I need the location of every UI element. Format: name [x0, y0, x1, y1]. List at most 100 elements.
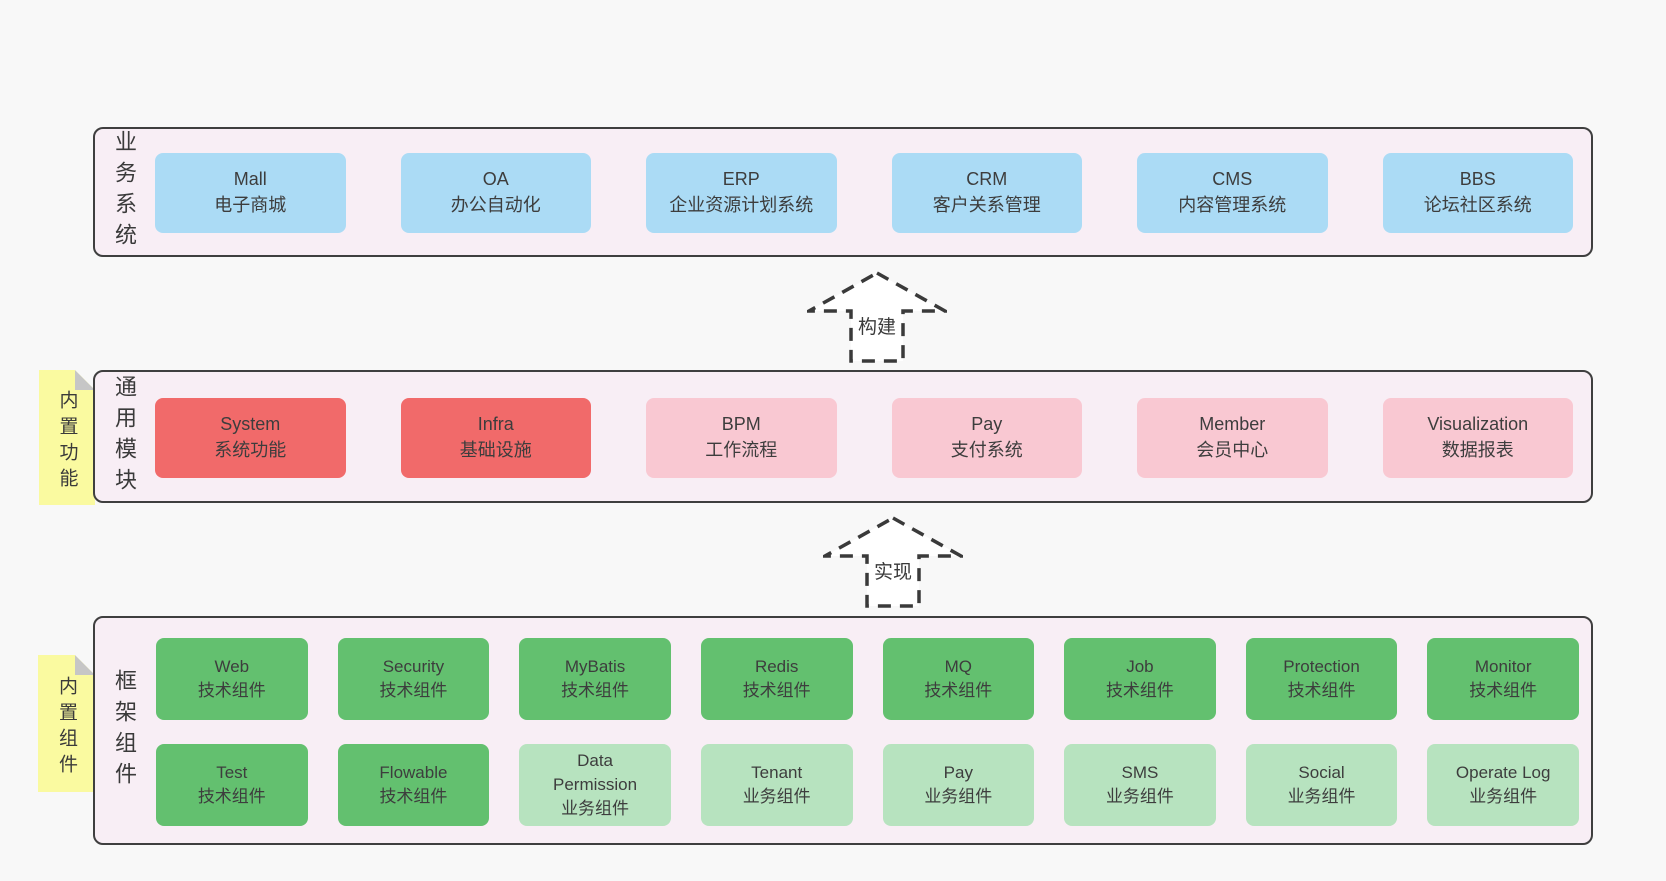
box-zh: 技术组件 [379, 681, 448, 700]
box-security: Security 技术组件 [337, 638, 490, 720]
layer-framework-components: 框架组件 Web 技术组件 Security 技术组件 MyBatis 技术组件… [93, 616, 1593, 845]
box-social: Social 业务组件 [1245, 744, 1398, 826]
box-en: Data Permission [553, 750, 638, 794]
box-zh: 基础设施 [459, 440, 532, 460]
box-zh: 工作流程 [705, 440, 778, 460]
box-en: Visualization [1427, 414, 1529, 435]
box-en: CMS [1212, 169, 1253, 190]
box-zh: 内容管理系统 [1178, 195, 1287, 215]
box-en: Operate Log [1455, 762, 1551, 782]
box-job: Job 技术组件 [1064, 638, 1216, 720]
box-zh: 支付系统 [950, 440, 1023, 460]
box-zh: 技术组件 [197, 787, 266, 806]
layer-label: 业务系统 [112, 130, 137, 254]
box-en: Mall [233, 169, 267, 190]
box-en: Test [216, 762, 248, 782]
layer-label: 框架组件 [112, 668, 137, 793]
box-mybatis: MyBatis 技术组件 [519, 638, 671, 720]
box-operate-log: Operate Log 业务组件 [1427, 744, 1579, 826]
box-web: Web 技术组件 [156, 638, 308, 720]
box-zh: 会员中心 [1196, 440, 1269, 460]
box-en: ERP [722, 169, 760, 190]
box-en: Redis [754, 656, 799, 676]
box-zh: 论坛社区系统 [1423, 195, 1532, 215]
box-mq: MQ 技术组件 [882, 638, 1035, 720]
layer-business-systems: 业务系统 Mall 电子商城 OA 办公自动化 ERP 企业资源计划系统 CRM… [93, 127, 1593, 257]
box-oa: OA 办公自动化 [400, 153, 591, 233]
box-zh: 技术组件 [1105, 681, 1174, 700]
box-en: Monitor [1474, 656, 1532, 676]
box-zh: 业务组件 [1105, 787, 1174, 806]
box-monitor: Monitor 技术组件 [1427, 638, 1579, 720]
layer-label: 通用模块 [112, 374, 137, 499]
sticky-note-built-in-components: 内置组件 [38, 655, 95, 792]
box-zh: 技术组件 [1469, 681, 1538, 700]
box-en: MQ [944, 656, 972, 676]
box-en: BBS [1459, 169, 1496, 190]
box-visualization: Visualization 数据报表 [1382, 398, 1573, 478]
box-zh: 技术组件 [742, 681, 811, 700]
box-en: Web [214, 656, 250, 676]
box-tenant: Tenant 业务组件 [700, 744, 853, 826]
box-en: MyBatis [564, 656, 626, 676]
box-en: System [220, 414, 281, 435]
box-zh: 业务组件 [924, 787, 993, 806]
box-zh: 技术组件 [379, 787, 448, 806]
box-zh: 办公自动化 [450, 195, 541, 215]
box-en: Job [1126, 656, 1154, 676]
implement-arrow-icon: 实现 [823, 516, 963, 608]
box-en: CRM [966, 169, 1008, 190]
sticky-note-label: 内置功能 [56, 389, 78, 494]
box-sms: SMS 业务组件 [1064, 744, 1216, 826]
box-zh: 技术组件 [1287, 681, 1356, 700]
folded-corner-icon [75, 655, 95, 675]
box-en: Protection [1283, 656, 1360, 676]
build-arrow-icon: 构建 [807, 271, 947, 363]
box-zh: 数据报表 [1441, 440, 1514, 460]
box-test: Test 技术组件 [156, 744, 308, 826]
box-zh: 企业资源计划系统 [669, 195, 814, 215]
box-zh: 业务组件 [742, 787, 811, 806]
box-en: Security [382, 656, 445, 676]
modules-box-row: System 系统功能 Infra 基础设施 BPM 工作流程 Pay 支付系统… [155, 398, 1573, 478]
box-bbs: BBS 论坛社区系统 [1382, 153, 1573, 233]
box-zh: 电子商城 [214, 195, 287, 215]
build-arrow-label: 构建 [858, 316, 896, 338]
box-en: Social [1298, 762, 1345, 782]
box-zh: 技术组件 [924, 681, 993, 700]
layer-common-modules: 通用模块 System 系统功能 Infra 基础设施 BPM 工作流程 Pay… [93, 370, 1593, 503]
box-zh: 业务组件 [1287, 787, 1356, 806]
box-en: Flowable [379, 762, 448, 782]
box-erp: ERP 企业资源计划系统 [646, 153, 837, 233]
box-en: SMS [1121, 762, 1159, 782]
box-en: Tenant [751, 762, 803, 782]
box-zh: 系统功能 [214, 440, 287, 460]
implement-arrow-label: 实现 [874, 561, 912, 583]
components-box-row-2: Test 技术组件 Flowable 技术组件 Data Permission … [156, 744, 1579, 826]
box-member: Member 会员中心 [1137, 398, 1328, 478]
box-zh: 技术组件 [561, 681, 630, 700]
box-crm: CRM 客户关系管理 [891, 153, 1082, 233]
folded-corner-icon [75, 370, 95, 390]
box-zh: 业务组件 [561, 799, 630, 819]
box-zh: 业务组件 [1469, 787, 1538, 806]
box-zh: 客户关系管理 [932, 195, 1041, 215]
sticky-note-built-in-features: 内置功能 [39, 370, 95, 505]
box-infra: Infra 基础设施 [400, 398, 591, 478]
box-pay-component: Pay 业务组件 [882, 744, 1035, 826]
box-bpm: BPM 工作流程 [646, 398, 837, 478]
box-en: Pay [943, 762, 973, 782]
box-data-permission: Data Permission 业务组件 [519, 744, 671, 826]
box-protection: Protection 技术组件 [1245, 638, 1398, 720]
box-redis: Redis 技术组件 [700, 638, 853, 720]
box-en: BPM [721, 414, 761, 435]
box-system: System 系统功能 [155, 398, 346, 478]
sticky-note-label: 内置组件 [56, 675, 77, 780]
box-en: Infra [477, 414, 514, 435]
box-flowable: Flowable 技术组件 [337, 744, 490, 826]
components-box-row-1: Web 技术组件 Security 技术组件 MyBatis 技术组件 Redi… [156, 638, 1579, 720]
business-box-row: Mall 电子商城 OA 办公自动化 ERP 企业资源计划系统 CRM 客户关系… [155, 153, 1573, 233]
box-cms: CMS 内容管理系统 [1137, 153, 1328, 233]
box-mall: Mall 电子商城 [155, 153, 346, 233]
